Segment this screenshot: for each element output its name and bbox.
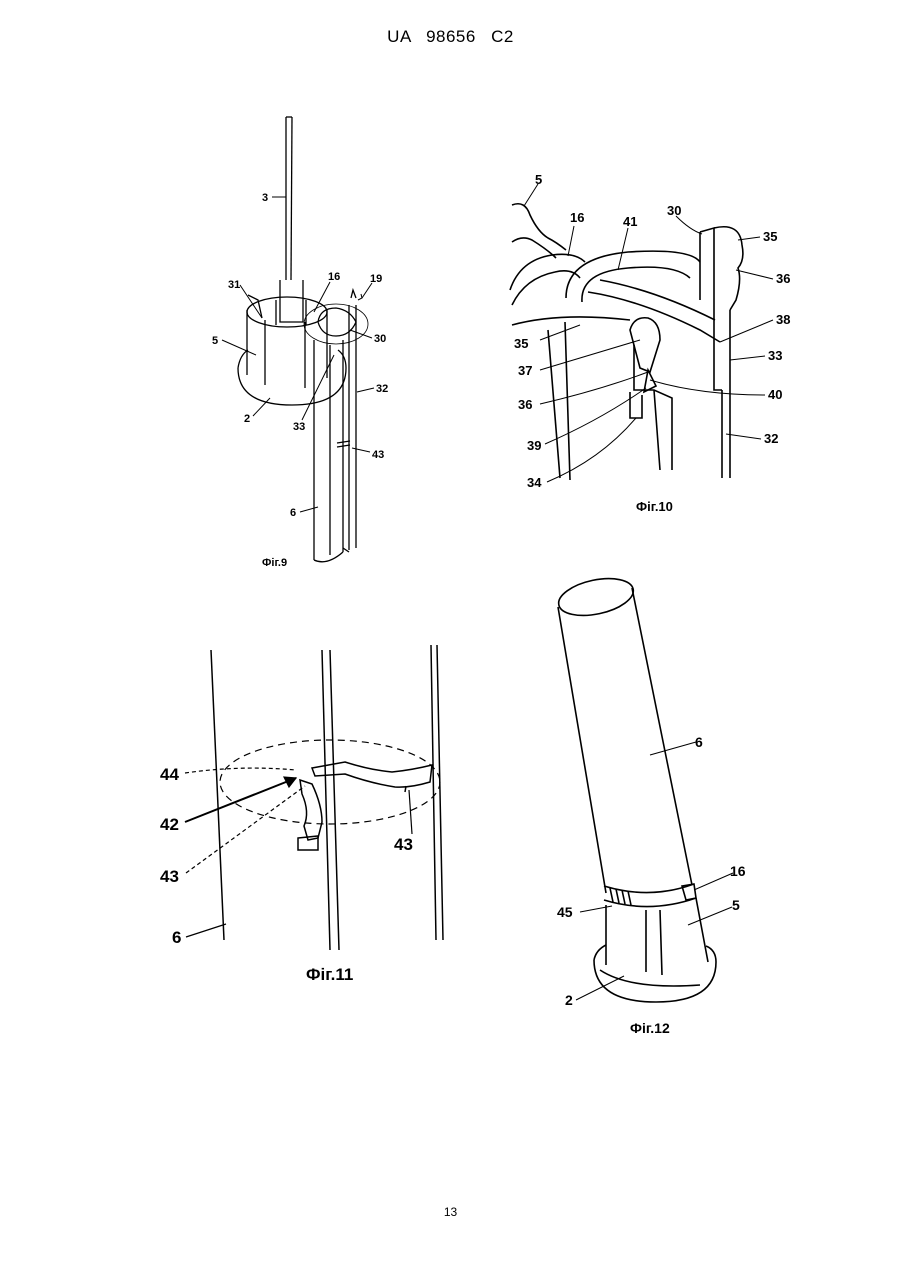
fig10-label-36-left: 36 bbox=[518, 397, 532, 412]
fig11-label-44: 44 bbox=[160, 765, 179, 784]
fig10-label-30: 30 bbox=[667, 203, 681, 218]
fig10-label-37: 37 bbox=[518, 363, 532, 378]
figure-11-drawing: 44 42 43 43 6 Фіг.11 bbox=[155, 640, 455, 990]
fig11-label-43-left: 43 bbox=[160, 867, 179, 886]
fig10-label-35-top: 35 bbox=[763, 229, 777, 244]
fig11-label-6: 6 bbox=[172, 928, 181, 947]
fig10-label-39: 39 bbox=[527, 438, 541, 453]
figure-10-drawing: 5 16 41 30 35 36 35 38 37 33 36 40 39 32… bbox=[505, 165, 805, 520]
fig10-label-5: 5 bbox=[535, 172, 542, 187]
figure-12-drawing: 6 16 45 5 2 Фіг.12 bbox=[540, 570, 790, 1040]
fig10-label-36-top: 36 bbox=[776, 271, 790, 286]
fig10-label-35-left: 35 bbox=[514, 336, 528, 351]
fig11-caption: Фіг.11 bbox=[306, 965, 353, 984]
document-header: UA 98656 C2 bbox=[0, 27, 901, 47]
page-number: 13 bbox=[0, 1205, 901, 1219]
fig10-label-33: 33 bbox=[768, 348, 782, 363]
fig9-label-43: 43 bbox=[372, 449, 384, 461]
fig9-label-6: 6 bbox=[290, 507, 296, 519]
fig10-label-32: 32 bbox=[764, 431, 778, 446]
fig10-label-40: 40 bbox=[768, 387, 782, 402]
fig9-label-3: 3 bbox=[262, 192, 268, 204]
fig10-label-38: 38 bbox=[776, 312, 790, 327]
fig10-label-41: 41 bbox=[623, 214, 637, 229]
fig12-label-6: 6 bbox=[695, 734, 703, 750]
figure-9-drawing: 3 31 16 19 5 30 2 32 33 43 6 Фіг.9 bbox=[190, 105, 420, 585]
fig9-label-5: 5 bbox=[212, 335, 218, 347]
fig9-label-2: 2 bbox=[244, 413, 250, 425]
fig12-label-16: 16 bbox=[730, 863, 746, 879]
fig9-label-19: 19 bbox=[370, 273, 382, 285]
fig9-caption: Фіг.9 bbox=[262, 557, 287, 569]
fig9-label-33: 33 bbox=[293, 421, 305, 433]
fig11-label-42: 42 bbox=[160, 815, 179, 834]
fig11-label-43-right: 43 bbox=[394, 835, 413, 854]
fig9-label-16: 16 bbox=[328, 271, 340, 283]
fig10-caption: Фіг.10 bbox=[636, 499, 673, 514]
fig9-label-30: 30 bbox=[374, 333, 386, 345]
fig12-caption: Фіг.12 bbox=[630, 1020, 670, 1036]
fig10-label-16: 16 bbox=[570, 210, 584, 225]
fig9-label-31: 31 bbox=[228, 279, 240, 291]
fig10-label-34: 34 bbox=[527, 475, 542, 490]
fig12-label-5: 5 bbox=[732, 897, 740, 913]
fig12-label-2: 2 bbox=[565, 992, 573, 1008]
fig12-label-45: 45 bbox=[557, 904, 573, 920]
fig9-label-32: 32 bbox=[376, 383, 388, 395]
